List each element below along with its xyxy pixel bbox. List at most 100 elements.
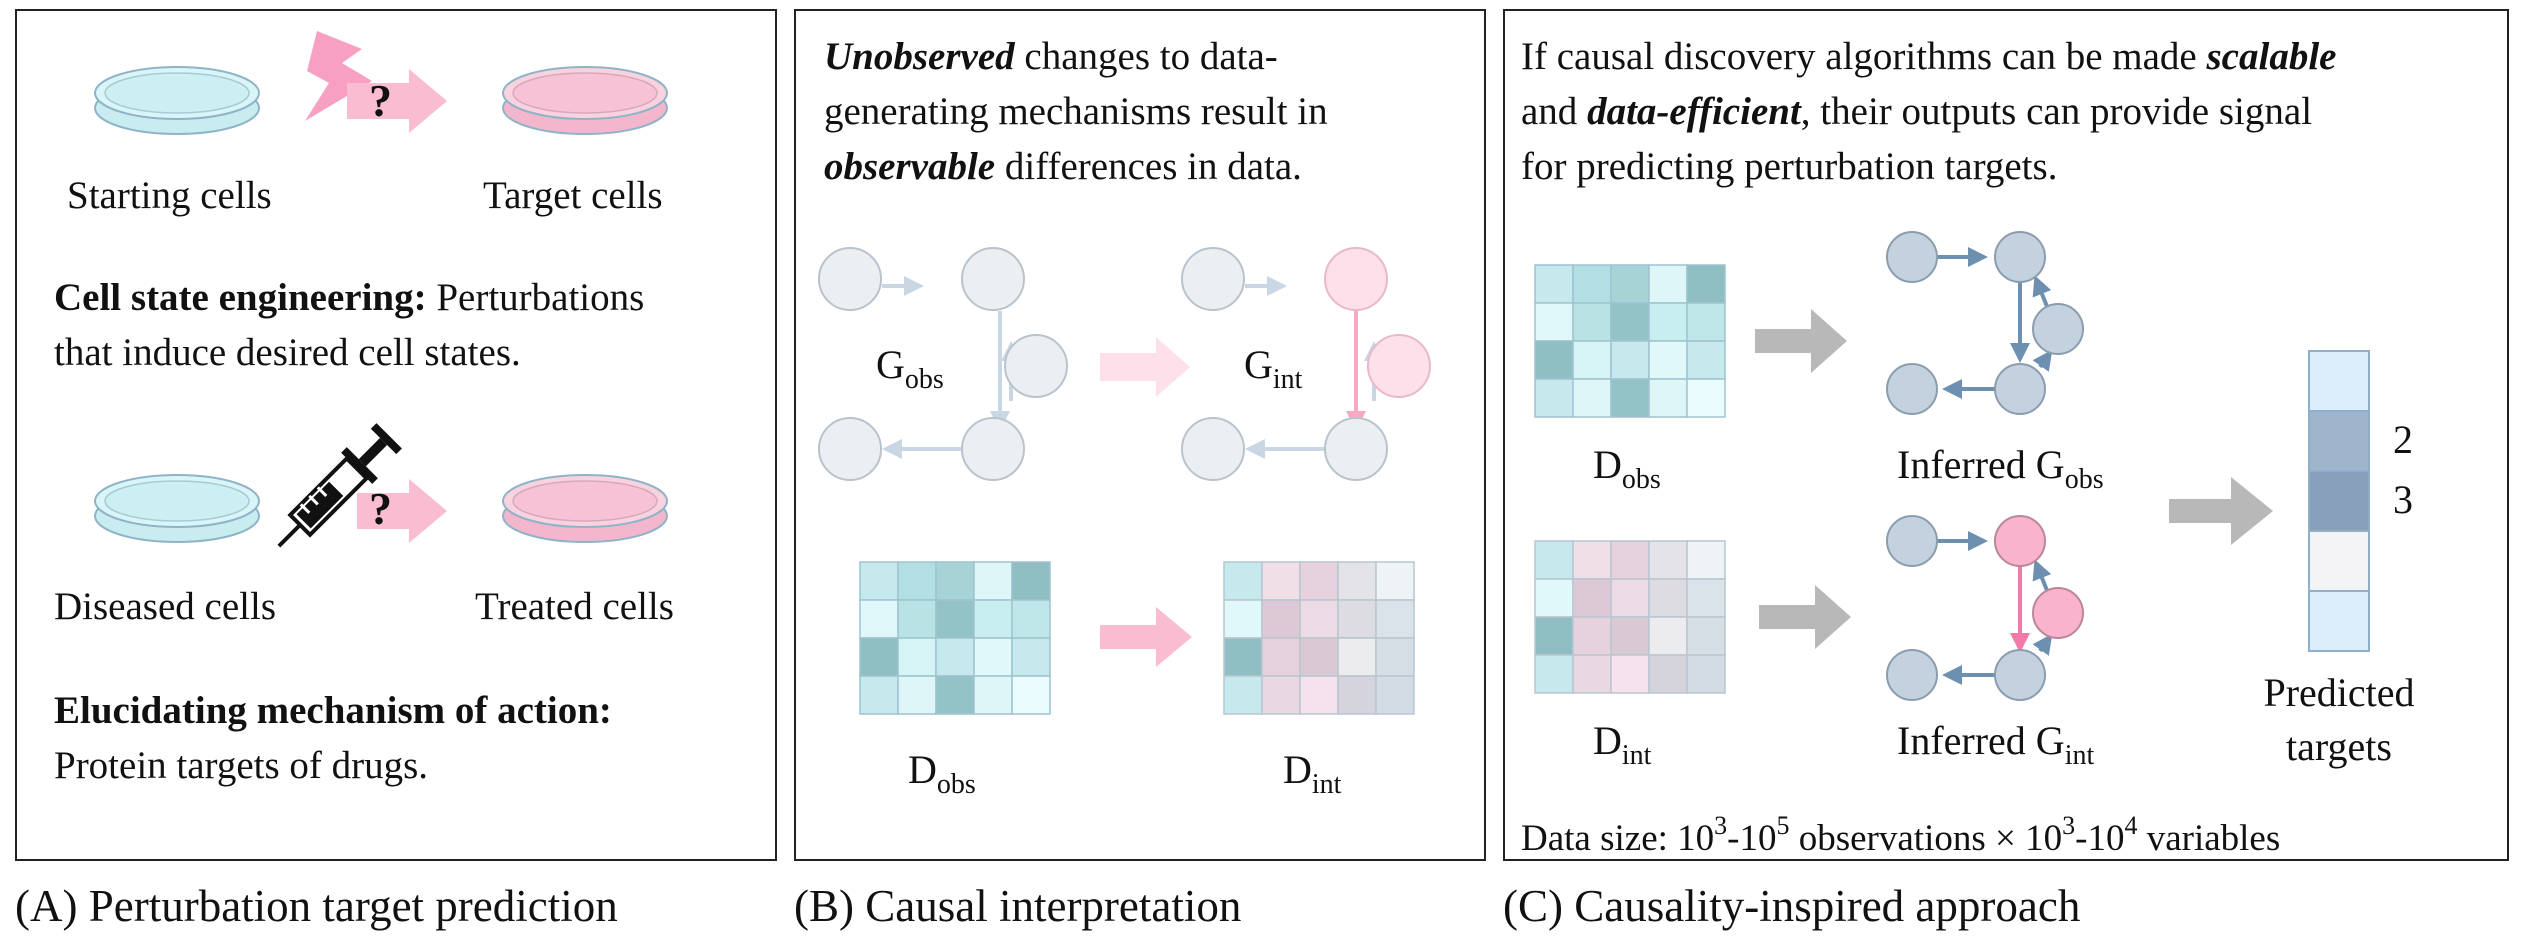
c-d-int-label: Dint: [1593, 717, 1651, 772]
inferred-sub: obs: [2064, 464, 2104, 495]
d-sub: obs: [936, 769, 976, 800]
node-intervened: [2032, 587, 2084, 639]
treated-cells-dish: [502, 474, 668, 543]
d-sub: int: [1311, 769, 1342, 800]
panel-b-illustrations: [818, 247, 1431, 715]
predicted-label-2: targets: [2286, 724, 2392, 769]
lightning-icon: [305, 31, 372, 121]
question-mark-1: ?: [369, 75, 392, 126]
panel-c: If causal discovery algorithms can be ma…: [1503, 9, 2509, 861]
engineering-desc-2: that induce desired cell states.: [54, 331, 521, 374]
transition-arrow-data: [1100, 607, 1192, 667]
scalable-em: scalable: [2206, 35, 2337, 78]
perturbation-arrow: [347, 69, 447, 133]
node: [1886, 515, 1938, 567]
node-intervened: [1324, 247, 1388, 311]
matrix-d-int: [1534, 540, 1726, 694]
d-obs-label: Dobs: [908, 746, 976, 801]
panel-c-line-1: If causal discovery algorithms can be ma…: [1521, 29, 2336, 84]
panel-c-line-2-a: and: [1521, 90, 1588, 133]
d-letter: D: [1283, 747, 1312, 792]
data-efficient-em: data-efficient: [1587, 90, 1801, 133]
panel-b-line-3-rest: differences in data.: [995, 145, 1302, 188]
g-letter: G: [1244, 342, 1273, 387]
g-obs-label: Gobs: [876, 341, 944, 396]
node: [1886, 363, 1938, 415]
node: [1324, 417, 1388, 481]
panel-c-illustrations: [1534, 231, 2370, 701]
node: [1886, 231, 1938, 283]
moa-desc: Protein targets of drugs.: [54, 744, 429, 787]
panel-c-line-3: for predicting perturbation targets.: [1521, 145, 2058, 188]
ds-a: Data size: 10: [1521, 818, 1715, 859]
panel-c-line-1-a: If causal discovery algorithms can be ma…: [1521, 35, 2207, 78]
panel-a-illustrations: [94, 31, 668, 548]
panel-b-line-2: generating mechanisms result in: [824, 90, 1328, 133]
engineering-title: Cell state engineering:: [54, 276, 427, 319]
syringe-icon: [277, 423, 402, 548]
node-intervened: [1994, 515, 2046, 567]
g-sub: int: [1272, 364, 1303, 395]
arrow-obs: [1755, 309, 1847, 373]
treated-cells-label: Treated cells: [475, 585, 674, 628]
c-d-obs-label: Dobs: [1593, 441, 1661, 496]
diseased-cells-label: Diseased cells: [54, 585, 277, 628]
panel-a: ? ? Starting cells Target cells Cell sta…: [15, 9, 777, 861]
panel-b: Unobserved changes to data- generating m…: [794, 9, 1486, 861]
ds-exp-4: 4: [2124, 811, 2138, 840]
rank-3-label: 3: [2393, 477, 2413, 522]
predicted-label-1: Predicted: [2263, 670, 2415, 715]
node: [1004, 334, 1068, 398]
node: [1994, 649, 2046, 701]
ds-b: -10: [1727, 818, 1777, 859]
node: [1994, 363, 2046, 415]
ds-exp-2: 5: [1776, 811, 1790, 840]
node: [961, 247, 1025, 311]
inferred-text: Inferred G: [1897, 718, 2065, 763]
inferred-text: Inferred G: [1897, 442, 2065, 487]
graph-inferred-g-int: [1886, 515, 2084, 701]
ds-exp-1: 3: [1714, 811, 1728, 840]
d-sub: int: [1621, 740, 1652, 771]
ds-c: observations × 10: [1789, 818, 2063, 859]
ds-exp-3: 3: [2062, 811, 2076, 840]
panel-b-line-3: observable differences in data.: [824, 139, 1302, 194]
d-letter: D: [1593, 442, 1622, 487]
panel-b-line-1-rest: changes to data-: [1014, 35, 1278, 78]
node: [961, 417, 1025, 481]
question-mark-2: ?: [369, 483, 392, 534]
d-int-label: Dint: [1283, 746, 1341, 801]
ds-d: -10: [2075, 818, 2125, 859]
treatment-arrow: [357, 479, 447, 543]
starting-cells-label: Starting cells: [67, 174, 272, 217]
node: [1994, 231, 2046, 283]
node-intervened: [1367, 334, 1431, 398]
predicted-targets-bar: [2308, 350, 2370, 652]
moa-title: Elucidating mechanism of action:: [54, 689, 612, 732]
unobserved-em: Unobserved: [824, 35, 1015, 78]
rank-2-label: 2: [2393, 417, 2413, 462]
node: [1886, 649, 1938, 701]
panel-c-line-2: and data-efficient, their outputs can pr…: [1521, 84, 2312, 139]
g-sub: obs: [904, 364, 944, 395]
engineering-text: Cell state engineering: Perturbations: [54, 270, 644, 325]
transition-arrow-graphs: [1100, 337, 1190, 397]
ds-e: variables: [2137, 818, 2281, 859]
data-size-line: Data size: 103-105 observations × 103-10…: [1521, 798, 2280, 866]
inferred-sub: int: [2064, 740, 2095, 771]
matrix-d-obs: [1534, 264, 1726, 418]
graph-g-obs: [818, 247, 1068, 481]
node: [2032, 303, 2084, 355]
node: [818, 247, 882, 311]
matrix-d-obs: [859, 561, 1051, 715]
target-cells-dish: [502, 66, 668, 135]
caption-c: (C) Causality-inspired approach: [1503, 881, 2081, 931]
panel-b-line-1: Unobserved changes to data-: [824, 29, 1278, 84]
caption-a: (A) Perturbation target prediction: [15, 881, 618, 931]
node: [1181, 417, 1245, 481]
caption-b: (B) Causal interpretation: [794, 881, 1242, 931]
matrix-d-int: [1223, 561, 1415, 715]
d-letter: D: [1593, 718, 1622, 763]
arrow-to-predictions: [2169, 477, 2273, 545]
graph-g-int: [1181, 247, 1431, 481]
